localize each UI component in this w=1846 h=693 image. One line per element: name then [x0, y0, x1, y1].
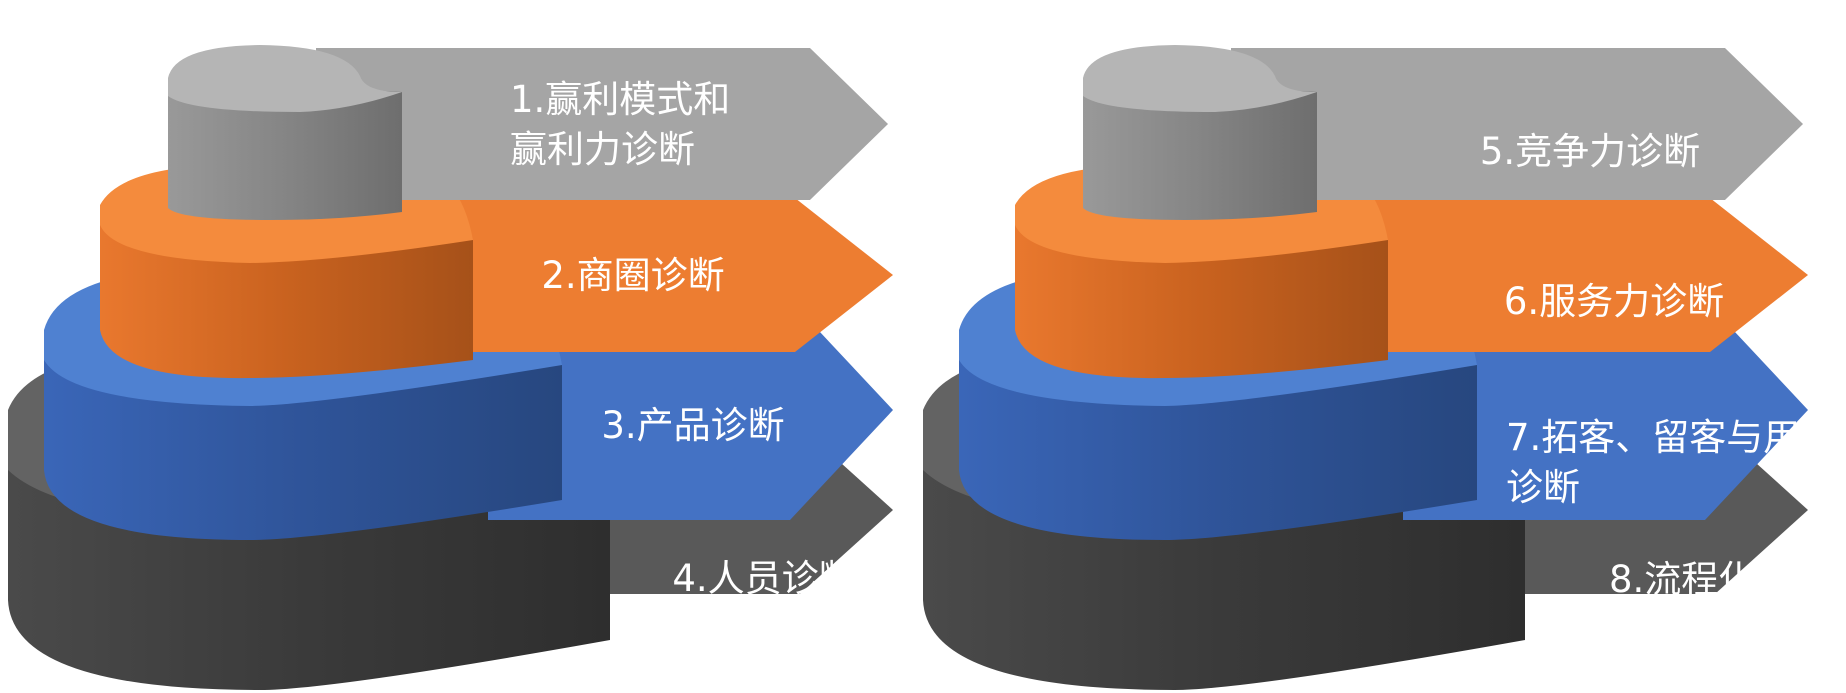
label-1a: 1.赢利模式和: [510, 78, 730, 121]
label-3: 3.产品诊断: [601, 404, 784, 447]
label-7a: 7.拓客、留客与用客: [1506, 416, 1837, 459]
label-2: 2.商圈诊断: [541, 254, 724, 297]
label-8b: 标准化诊断: [1609, 606, 1794, 649]
label-5: 5.竞争力诊断: [1480, 130, 1700, 173]
label-4: 4.人员诊断: [672, 557, 855, 600]
diagram-left: 1.赢利模式和 赢利力诊断 2.商圈诊断 3.产品诊断 4.人员诊断: [8, 45, 893, 690]
diagram-right: 5.竞争力诊断 6.服务力诊断 7.拓客、留客与用客 诊断 8.流程化与 标准化…: [923, 45, 1837, 690]
label-8a: 8.流程化与: [1609, 558, 1792, 601]
label-1b: 赢利力诊断: [510, 128, 695, 171]
label-6: 6.服务力诊断: [1504, 280, 1724, 323]
label-7b: 诊断: [1506, 466, 1580, 509]
